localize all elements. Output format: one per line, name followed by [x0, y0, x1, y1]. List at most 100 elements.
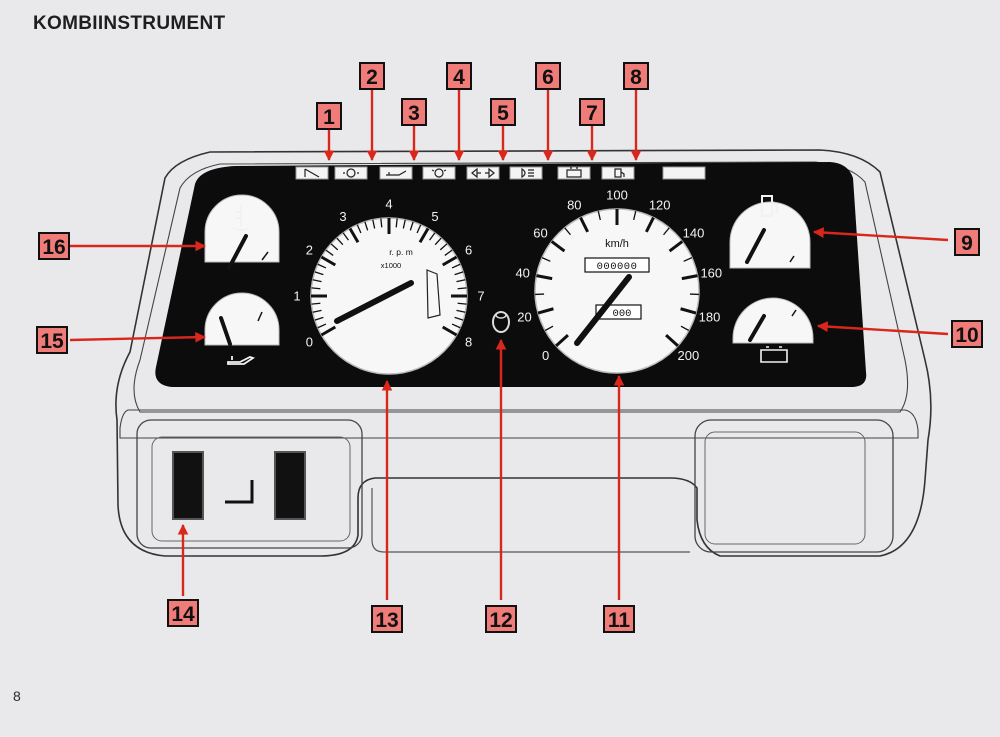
minor-tick — [311, 287, 321, 290]
major-tick — [579, 216, 589, 233]
right-recess-inner — [704, 431, 866, 545]
tachometer-unit-label: r. p. m — [389, 247, 413, 257]
major-tick — [536, 274, 553, 281]
voltmeter-needle — [748, 314, 766, 342]
trip-odometer-reading: 000 — [613, 308, 632, 320]
callout-number: 13 — [375, 609, 398, 632]
tick-label: 80 — [567, 198, 581, 213]
warning-light-2 — [334, 166, 368, 180]
main-beam-icon — [343, 168, 359, 178]
tick-label: 5 — [431, 209, 438, 224]
callout-number: 2 — [366, 66, 378, 89]
speedometer-needle — [574, 274, 632, 346]
lamp-failure-icon — [431, 168, 447, 178]
callout-arrow — [816, 321, 949, 336]
minor-tick — [312, 279, 322, 283]
oil-pressure-gauge — [204, 292, 280, 365]
high-beam-indicator-icon — [521, 167, 534, 179]
callout-number: 1 — [323, 106, 335, 129]
minor-tick — [680, 325, 690, 332]
callout-arrow — [812, 227, 949, 242]
switch-module-inner — [151, 436, 351, 542]
cluster-housing-inner — [133, 161, 909, 413]
tick-label: 6 — [465, 243, 472, 258]
minor-tick — [402, 219, 406, 229]
major-tick — [418, 227, 430, 244]
callout-number: 15 — [40, 330, 64, 353]
warning-light-1 — [295, 166, 329, 180]
fuel-pump-icon — [761, 195, 778, 217]
minor-tick — [325, 249, 334, 256]
major-tick — [668, 240, 684, 253]
minor-tick — [356, 224, 362, 234]
tachometer-multiplier-label: x1000 — [381, 261, 401, 270]
minor-tick — [395, 218, 398, 228]
warning-light-8 — [601, 166, 635, 180]
minor-tick — [597, 211, 601, 221]
minor-tick — [683, 257, 693, 262]
tick-label: 120 — [649, 198, 671, 213]
major-tick — [537, 307, 554, 315]
warning-light-7 — [557, 166, 591, 180]
warning-light-3 — [379, 166, 413, 180]
callout-arrows — [69, 88, 949, 600]
callout-arrow — [69, 331, 207, 343]
minor-tick — [451, 323, 461, 329]
instrument-panel — [155, 162, 867, 387]
tick-label: 140 — [683, 226, 705, 241]
fuel-gauge — [729, 195, 811, 269]
minor-tick — [451, 263, 461, 269]
tick-label: 180 — [699, 309, 721, 324]
tachometer-needle — [334, 280, 414, 324]
tick-label: 60 — [533, 226, 547, 241]
major-tick — [645, 216, 655, 233]
callout-number: 3 — [408, 102, 420, 125]
tick-label: 7 — [477, 289, 484, 304]
callout-3: 3 — [401, 98, 427, 126]
warning-light-4 — [422, 166, 456, 180]
major-tick — [320, 325, 337, 337]
warning-light-5 — [466, 166, 500, 180]
minor-tick — [330, 243, 339, 251]
minor-tick — [342, 232, 349, 241]
minor-tick — [444, 249, 453, 256]
callout-number: 5 — [497, 102, 509, 125]
oil-can-icon — [227, 356, 256, 365]
callout-number: 12 — [489, 609, 512, 632]
minor-tick — [312, 309, 322, 313]
callout-7: 7 — [579, 98, 605, 126]
switch-divider-mark — [225, 480, 254, 504]
minor-tick — [439, 243, 448, 251]
minor-tick — [380, 218, 383, 228]
major-tick — [441, 255, 458, 267]
tick-label: 4 — [385, 197, 392, 212]
minor-tick — [314, 271, 324, 276]
right-switch[interactable] — [274, 451, 306, 520]
coolant-temperature-gauge — [204, 194, 280, 270]
seatbelt-warning-icon — [304, 168, 320, 178]
warning-light-6 — [509, 166, 543, 180]
callout-4: 4 — [446, 62, 472, 90]
fuel-needle — [745, 228, 766, 264]
warning-lights-strip — [295, 166, 635, 180]
minor-tick — [456, 279, 466, 283]
trip-reset-knob[interactable] — [492, 311, 510, 333]
callout-6: 6 — [535, 62, 561, 90]
tick-label: 160 — [700, 266, 722, 281]
blank-warning-slot — [662, 166, 706, 180]
callout-number: 14 — [171, 603, 195, 626]
callout-number: 11 — [608, 609, 631, 632]
left-switch[interactable] — [172, 451, 204, 520]
callout-1: 1 — [316, 102, 342, 130]
minor-tick — [541, 257, 551, 262]
voltmeter-gauge — [732, 297, 814, 363]
minor-tick — [544, 325, 554, 332]
oil-pressure-needle — [219, 316, 232, 346]
low-fuel-warning-icon — [614, 168, 625, 178]
callout-11: 11 — [603, 605, 635, 633]
